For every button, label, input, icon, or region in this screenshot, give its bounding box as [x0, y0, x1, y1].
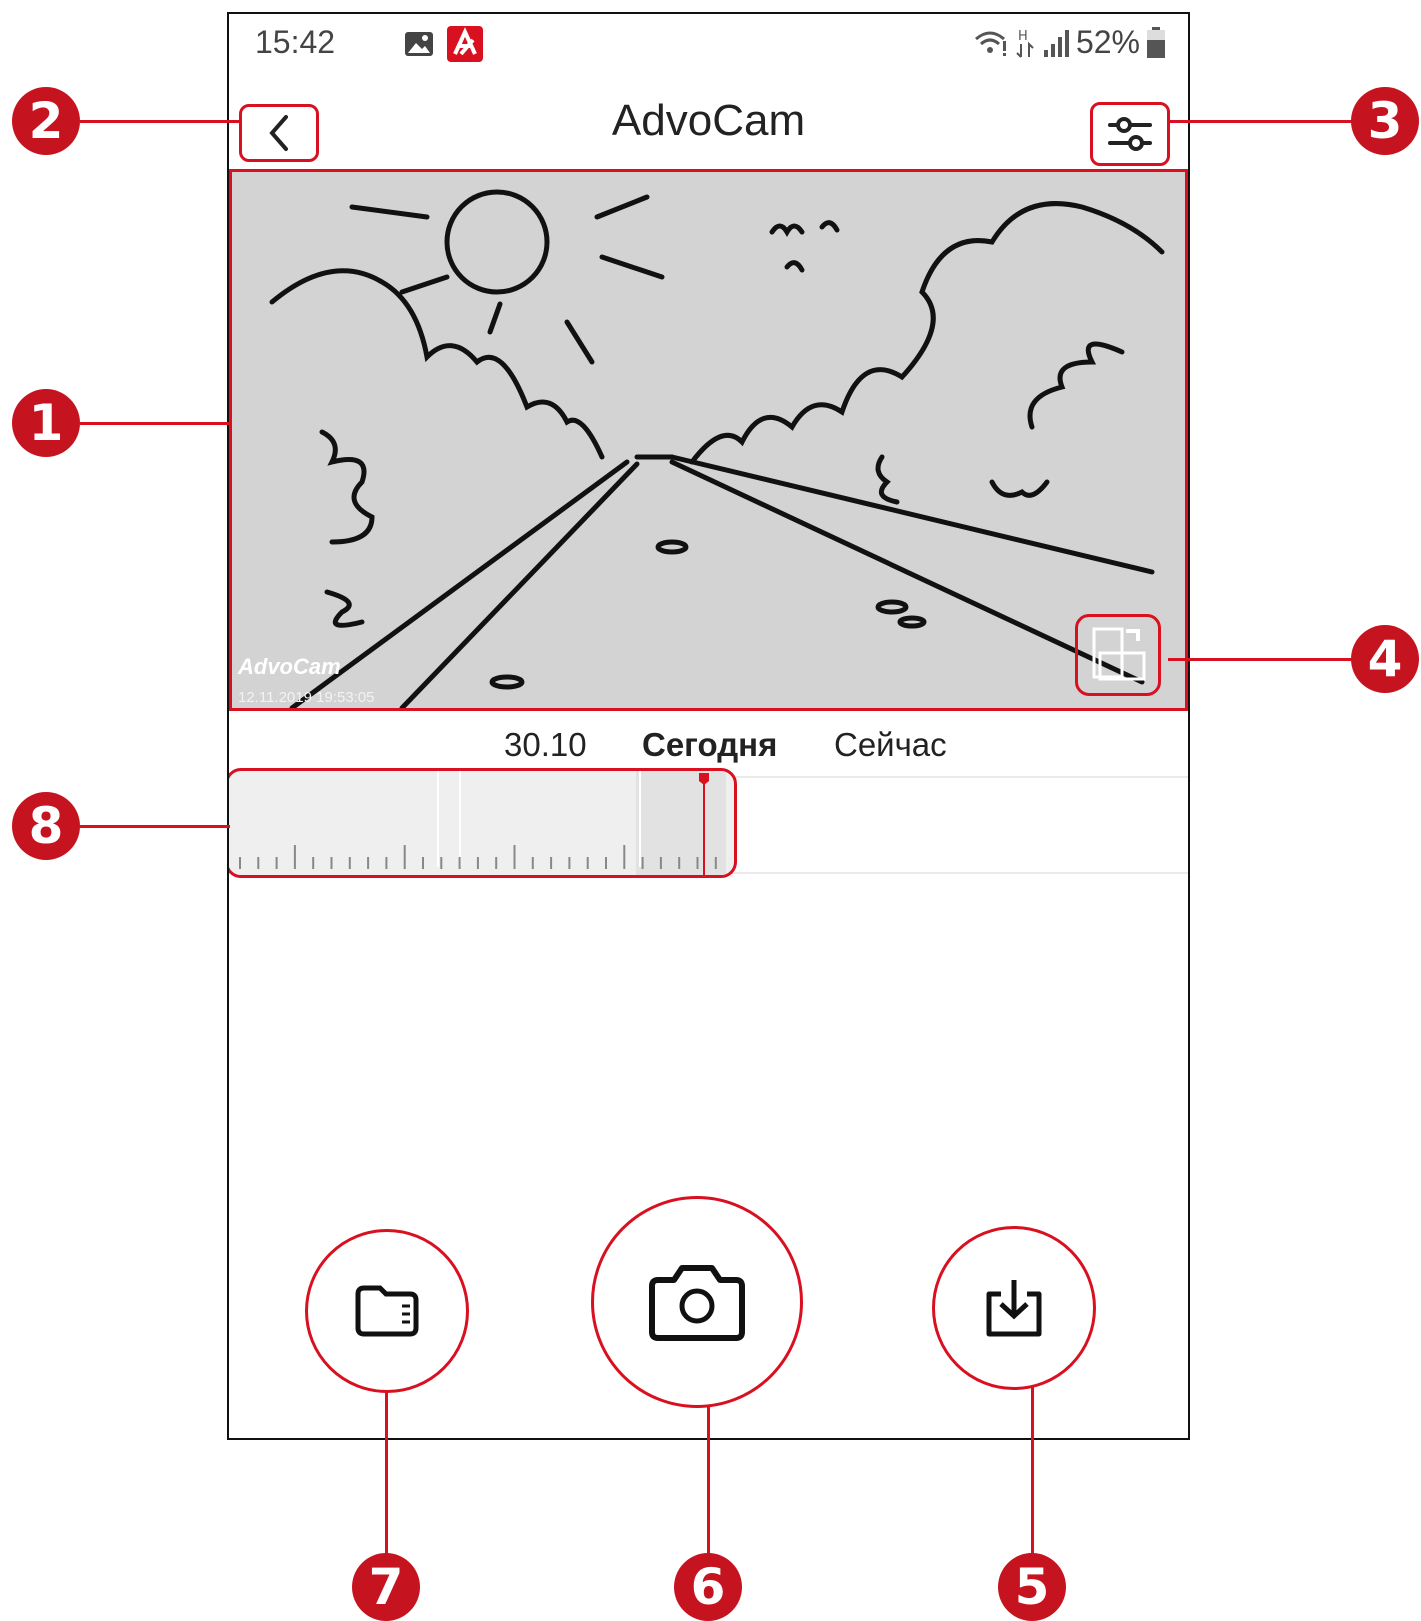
timeline-scale[interactable]: [229, 768, 737, 878]
battery-percent: 52%: [1075, 24, 1140, 60]
gallery-icon: [405, 32, 433, 56]
callout-6: 6: [674, 1553, 742, 1621]
battery-icon: [1147, 26, 1165, 58]
callout-7: 7: [352, 1553, 420, 1621]
app-header: AdvoCam: [229, 76, 1188, 176]
svg-text:H: H: [1018, 29, 1028, 44]
date-prev[interactable]: 30.10: [504, 726, 587, 763]
snapshot-button[interactable]: [591, 1196, 803, 1408]
data-h-icon: H: [1016, 29, 1034, 58]
chevron-left-icon: [269, 115, 288, 151]
callout-4: 4: [1351, 625, 1419, 693]
status-time: 15:42: [255, 24, 336, 60]
video-watermark-logo: AdvoCam: [238, 654, 341, 679]
page-title: AdvoCam: [611, 96, 806, 145]
sliders-icon: [1108, 117, 1152, 151]
fullscreen-rotate-button[interactable]: [1075, 614, 1161, 696]
callout-1: 1: [12, 389, 80, 457]
callout-8: 8: [12, 792, 80, 860]
callout-line-5: [1031, 1387, 1034, 1570]
phone-screen: 15:42 H: [227, 12, 1190, 1440]
status-bar: 15:42 H: [229, 14, 1188, 76]
status-indicators: H 52%: [974, 24, 1166, 61]
sd-card-button[interactable]: [305, 1229, 469, 1393]
date-today[interactable]: Сегодня: [642, 726, 778, 763]
app-notification-icon: [447, 26, 483, 62]
video-timestamp: 12.11.2019 19:53:05: [238, 689, 375, 706]
callout-2: 2: [12, 87, 80, 155]
callout-line-6: [707, 1405, 710, 1570]
callout-line-3: [1168, 120, 1353, 123]
sd-card-icon: [355, 1285, 419, 1337]
callout-line-1: [80, 422, 230, 425]
settings-button[interactable]: [1090, 102, 1170, 166]
callout-line-8: [80, 825, 230, 828]
camera-icon: [649, 1265, 745, 1341]
callout-line-4: [1168, 658, 1353, 661]
recording-timeline[interactable]: [229, 768, 1188, 878]
callout-line-2: [80, 120, 240, 123]
callout-line-7: [385, 1390, 388, 1570]
date-selector: 30.10 Сегодня Сейчас: [229, 722, 1188, 772]
download-icon: [986, 1280, 1042, 1337]
callout-3: 3: [1351, 87, 1419, 155]
wifi-icon: [974, 31, 1006, 56]
timeline-ticks: [239, 771, 726, 875]
rotate-screen-icon: [1092, 627, 1146, 681]
camera-video-view[interactable]: AdvoCam 12.11.2019 19:53:05: [229, 169, 1188, 711]
download-button[interactable]: [932, 1226, 1096, 1390]
back-button[interactable]: [239, 104, 319, 162]
video-frame-sketch: [269, 189, 1165, 708]
callout-5: 5: [998, 1553, 1066, 1621]
date-now[interactable]: Сейчас: [834, 726, 947, 763]
signal-icon: [1043, 29, 1069, 57]
